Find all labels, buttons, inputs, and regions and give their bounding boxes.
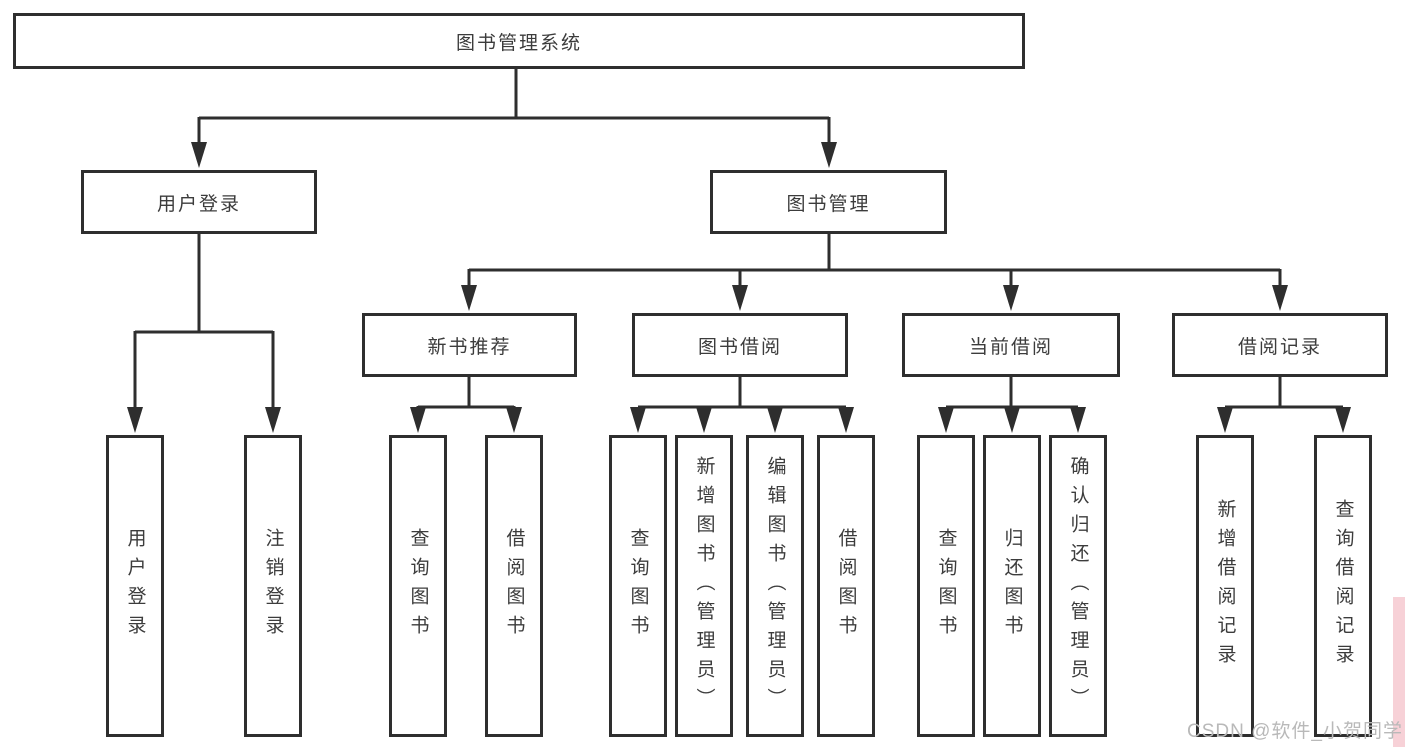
leaf-borrow-borrow-book: 借阅图书 <box>817 435 875 737</box>
leaf-logout-label: 注销登录 <box>262 528 284 644</box>
book-management-branch <box>461 234 1288 311</box>
leaf-newbook-borrow-book-label: 借阅图书 <box>503 528 525 644</box>
node-book-management: 图书管理 <box>710 170 947 234</box>
node-user-login: 用户登录 <box>81 170 317 234</box>
leaf-newbook-borrow-book: 借阅图书 <box>485 435 543 737</box>
watermark: CSDN @软件_小贺同学 <box>1187 721 1403 742</box>
root-branch <box>191 69 837 168</box>
leaf-borrow-borrow-book-label: 借阅图书 <box>835 528 857 644</box>
leaf-record-query-record-label: 查询借阅记录 <box>1332 499 1354 673</box>
borrow-record-branch <box>1217 377 1351 433</box>
node-book-management-label: 图书管理 <box>786 193 871 215</box>
leaf-borrow-query-book: 查询图书 <box>609 435 667 737</box>
node-new-book-recommend: 新书推荐 <box>362 313 577 377</box>
watermark-accent-strip <box>1393 597 1405 747</box>
node-book-borrow-label: 图书借阅 <box>697 336 782 358</box>
leaf-borrow-add-book-label: 新增图书（管理员） <box>693 455 715 717</box>
leaf-current-return-book-label: 归还图书 <box>1001 528 1023 644</box>
leaf-borrow-add-book: 新增图书（管理员） <box>675 435 733 737</box>
node-new-book-recommend-label: 新书推荐 <box>427 336 512 358</box>
node-book-borrow: 图书借阅 <box>632 313 848 377</box>
leaf-current-query-book: 查询图书 <box>917 435 975 737</box>
leaf-user-login-label: 用户登录 <box>124 528 146 644</box>
leaf-record-query-record: 查询借阅记录 <box>1314 435 1372 737</box>
book-borrow-branch <box>630 377 854 433</box>
node-borrow-record: 借阅记录 <box>1172 313 1388 377</box>
leaf-record-add-record-label: 新增借阅记录 <box>1214 499 1236 673</box>
leaf-record-add-record: 新增借阅记录 <box>1196 435 1254 737</box>
leaf-newbook-query-book-label: 查询图书 <box>407 528 429 644</box>
node-root: 图书管理系统 <box>13 13 1025 69</box>
node-borrow-record-label: 借阅记录 <box>1237 336 1322 358</box>
new-book-recommend-branch <box>410 377 522 433</box>
leaf-borrow-edit-book: 编辑图书（管理员） <box>746 435 804 737</box>
node-root-label: 图书管理系统 <box>455 32 582 54</box>
node-current-borrow: 当前借阅 <box>902 313 1120 377</box>
leaf-borrow-query-book-label: 查询图书 <box>627 528 649 644</box>
node-user-login-label: 用户登录 <box>156 193 241 215</box>
leaf-user-login: 用户登录 <box>106 435 164 737</box>
user-login-branch <box>127 234 281 433</box>
current-borrow-branch <box>938 377 1086 433</box>
leaf-newbook-query-book: 查询图书 <box>389 435 447 737</box>
leaf-current-query-book-label: 查询图书 <box>935 528 957 644</box>
leaf-current-confirm-return: 确认归还（管理员） <box>1049 435 1107 737</box>
leaf-current-return-book: 归还图书 <box>983 435 1041 737</box>
leaf-logout: 注销登录 <box>244 435 302 737</box>
leaf-borrow-edit-book-label: 编辑图书（管理员） <box>764 455 786 717</box>
node-current-borrow-label: 当前借阅 <box>968 336 1053 358</box>
leaf-current-confirm-return-label: 确认归还（管理员） <box>1067 455 1089 717</box>
